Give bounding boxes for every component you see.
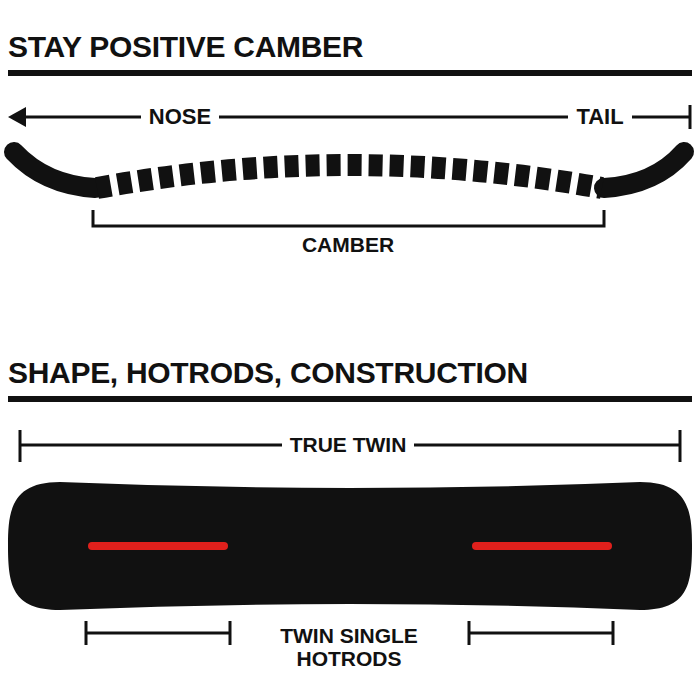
part-label: CAMBER: [294, 233, 402, 256]
heading-rule: [8, 70, 692, 76]
part-label: TWIN SINGLE HOTRODS: [246, 624, 452, 670]
end-tick: [689, 105, 692, 129]
part-label: NOSE: [141, 105, 219, 129]
end-tick: [612, 621, 615, 645]
part-label: TAIL: [568, 105, 631, 129]
arrow-head: [8, 107, 26, 127]
camber-bracket: [93, 210, 604, 226]
end-tick: [19, 430, 22, 462]
board-tip: [14, 152, 95, 188]
end-tick: [85, 621, 88, 645]
dimension-label: TRUE TWIN: [282, 433, 415, 456]
hotrod-bracket: [469, 632, 613, 635]
board-tip: [604, 152, 684, 188]
hotrod-bracket: [86, 632, 230, 635]
hotrod: [476, 542, 608, 550]
heading-rule: [8, 396, 692, 402]
hotrod: [92, 542, 224, 550]
end-tick: [468, 621, 471, 645]
section-heading: STAY POSITIVE CAMBER: [8, 30, 363, 63]
end-tick: [229, 621, 232, 645]
board-shape: [8, 482, 692, 610]
end-tick: [679, 430, 682, 462]
section-heading: SHAPE, HOTRODS, CONSTRUCTION: [8, 356, 528, 389]
camber-profile: [97, 165, 602, 188]
